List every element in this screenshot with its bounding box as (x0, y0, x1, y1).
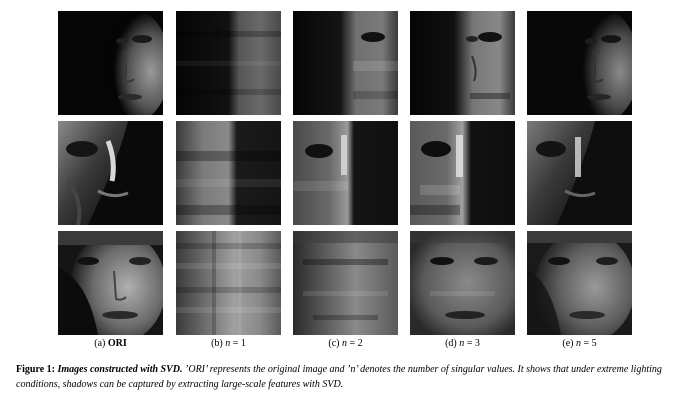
svd-reconstruction-2-n2 (293, 121, 398, 225)
figure-number: Figure 1: (16, 364, 55, 375)
figure-caption-body: ’ORI’ represents the original image and … (16, 364, 662, 390)
column-label-n3: (d) n = 3 (445, 338, 480, 349)
image-grid: (a) ORI (58, 11, 638, 353)
column-n2: (c) n = 2 (293, 11, 398, 353)
face-image-1-original (58, 11, 163, 115)
face-image-3-original (58, 231, 163, 335)
svd-reconstruction-1-n5 (527, 11, 632, 115)
svd-reconstruction-2-n1 (176, 121, 281, 225)
svd-reconstruction-3-n5 (527, 231, 632, 335)
column-label-n5: (e) n = 5 (562, 338, 597, 349)
face-image-2-original (58, 121, 163, 225)
svd-reconstruction-2-n5 (527, 121, 632, 225)
svd-reconstruction-1-n2 (293, 11, 398, 115)
column-label-n2: (c) n = 2 (328, 338, 363, 349)
column-n3: (d) n = 3 (410, 11, 515, 353)
column-label-n1: (b) n = 1 (211, 338, 246, 349)
column-n1: (b) n = 1 (176, 11, 281, 353)
column-original: (a) ORI (58, 11, 163, 353)
svd-reconstruction-1-n1 (176, 11, 281, 115)
svd-reconstruction-1-n3 (410, 11, 515, 115)
svd-reconstruction-3-n2 (293, 231, 398, 335)
svd-reconstruction-3-n3 (410, 231, 515, 335)
column-label-original: (a) ORI (94, 338, 127, 349)
svd-figure: (a) ORI (58, 11, 638, 353)
svd-reconstruction-3-n1 (176, 231, 281, 335)
figure-title: Images constructed with SVD. (57, 364, 183, 375)
figure-caption: Figure 1: Images constructed with SVD. ’… (16, 362, 680, 392)
column-n5: (e) n = 5 (527, 11, 632, 353)
svd-reconstruction-2-n3 (410, 121, 515, 225)
